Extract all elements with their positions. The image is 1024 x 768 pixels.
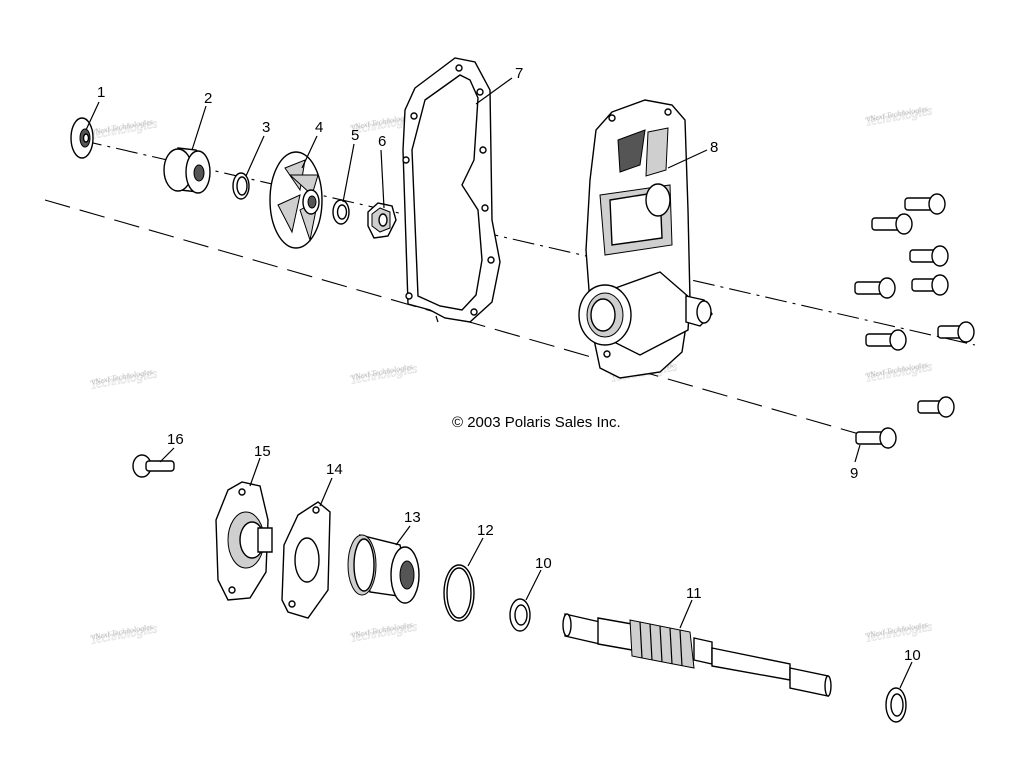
- callout-9: 9: [850, 465, 858, 482]
- part-14-gasket: [281, 501, 331, 619]
- part-12-o-ring: [443, 564, 475, 622]
- bolt: [865, 329, 907, 351]
- bolt: [909, 245, 949, 267]
- part-13-sleeve: [347, 534, 420, 604]
- callout-6: 6: [378, 133, 386, 150]
- part-4-impeller: [269, 151, 323, 249]
- part-7-gasket: [402, 57, 501, 323]
- part-2-bearing: [163, 147, 211, 194]
- callout-3: 3: [262, 119, 270, 136]
- callout-10: 10: [904, 647, 921, 664]
- bolt: [937, 321, 975, 343]
- bolt: [911, 274, 949, 296]
- watermark: Technologies vNext Technologies: [88, 365, 158, 392]
- callout-11: 11: [686, 585, 702, 602]
- callout-8: 8: [710, 139, 718, 156]
- part-9-bolts: [854, 193, 975, 449]
- bolt: [904, 193, 946, 215]
- part-10-washer: [885, 687, 907, 723]
- callout-12: 12: [477, 522, 494, 539]
- callout-4: 4: [315, 119, 323, 136]
- callout-15: 15: [254, 443, 271, 460]
- watermark: Technologies vNext Technologies: [348, 618, 418, 645]
- part-15-pump-body: [215, 481, 273, 601]
- part-16-bolt: [132, 454, 175, 478]
- callout-13: 13: [404, 509, 421, 526]
- part-3-washer: [232, 172, 250, 200]
- copyright-notice: © 2003 Polaris Sales Inc.: [452, 414, 621, 431]
- callout-2: 2: [204, 90, 212, 107]
- part-5-washer: [332, 199, 350, 225]
- part-10-washer: [509, 598, 531, 632]
- bolt: [854, 277, 896, 299]
- callout-5: 5: [351, 127, 359, 144]
- bolt: [855, 427, 897, 449]
- bolt: [871, 213, 913, 235]
- callout-10: 10: [535, 555, 552, 572]
- watermarks: Technologies vNext Technologies Technolo…: [88, 102, 933, 647]
- part-1-cap: [70, 117, 94, 159]
- leader-lines: [85, 77, 913, 689]
- callout-14: 14: [326, 461, 343, 478]
- watermark: Technologies vNext Technologies: [863, 618, 933, 645]
- part-11-shaft: [562, 613, 832, 697]
- bolt: [917, 396, 955, 418]
- primary-axis-line: [79, 139, 976, 346]
- part-6-nut: [367, 202, 397, 239]
- callout-1: 1: [97, 84, 105, 101]
- callout-7: 7: [515, 65, 523, 82]
- watermark: Technologies vNext Technologies: [88, 620, 158, 647]
- part-8-pump-housing: [578, 99, 713, 379]
- callout-numbers: 1 2 3 4 5 6 7 8 9 10 10 11 12 13 14 15 1…: [97, 65, 921, 664]
- watermark: Technologies vNext Technologies: [863, 358, 933, 385]
- watermark: Technologies vNext Technologies: [88, 115, 158, 142]
- callout-16: 16: [167, 431, 184, 448]
- watermark: Technologies vNext Technologies: [348, 360, 418, 387]
- watermark: Technologies vNext Technologies: [863, 102, 933, 129]
